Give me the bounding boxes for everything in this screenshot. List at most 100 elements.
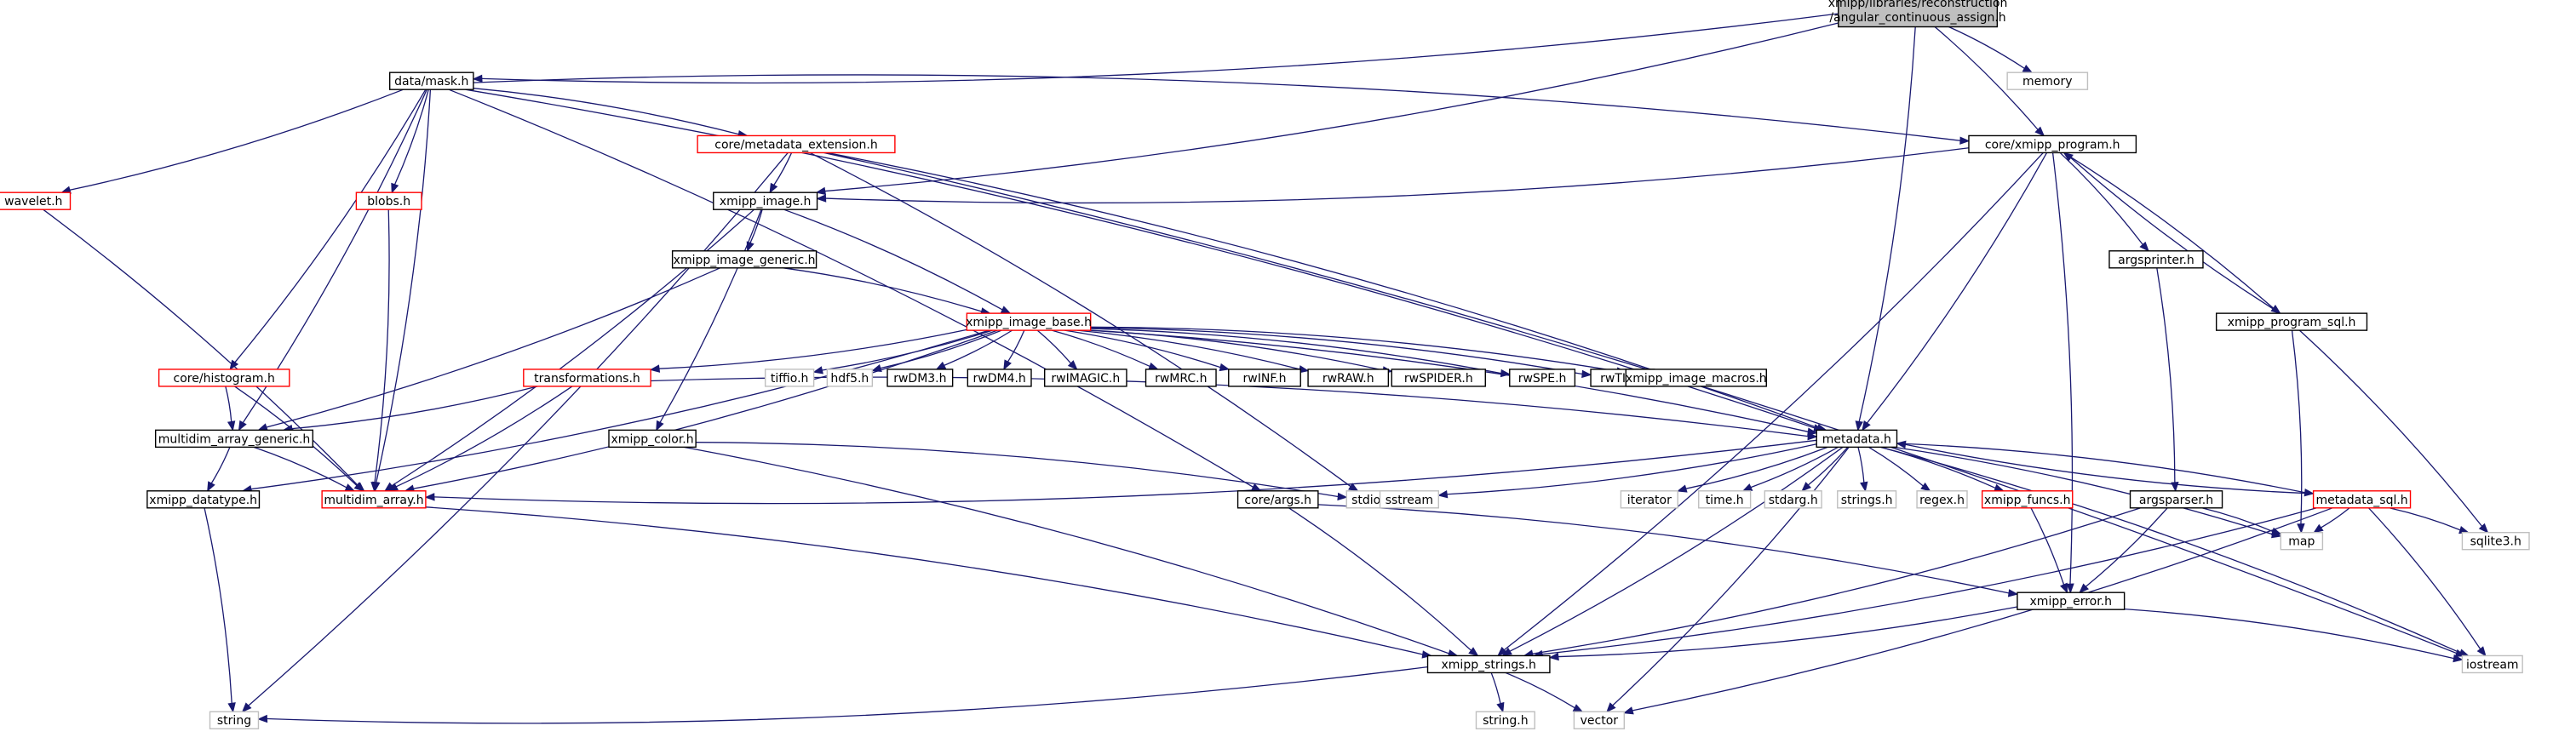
node-box — [764, 369, 815, 387]
edge-line — [1868, 446, 1924, 487]
edge-line — [1934, 26, 2039, 130]
edge-coreargs-to-xerror — [1317, 504, 2019, 597]
arrowhead-icon — [1500, 369, 1512, 378]
node-xprogsql[interactable]: xmipp_program_sql.h — [2215, 312, 2368, 331]
node-metadata[interactable]: metadata.h — [1816, 429, 1898, 449]
arrowhead-icon — [1581, 369, 1592, 379]
node-regex: regex.h — [1916, 490, 1968, 509]
node-xprog[interactable]: core/xmipp_program.h — [1968, 134, 2137, 154]
node-timeh: time.h — [1698, 490, 1752, 509]
node-metaext[interactable]: core/metadata_extension.h — [697, 134, 896, 154]
edge-line — [1288, 507, 1472, 651]
edge-line — [248, 152, 789, 706]
node-mda[interactable]: multidim_array.h — [321, 490, 427, 509]
edge-metaext-to-string — [241, 152, 789, 713]
node-box — [2461, 654, 2523, 674]
edge-mdsql-to-xstrings — [1532, 507, 2317, 659]
edge-mdsql-to-map — [2313, 507, 2350, 534]
arrowhead-icon — [2066, 583, 2074, 594]
edge-line — [2368, 507, 2481, 649]
node-coreargs[interactable]: core/args.h — [1236, 490, 1319, 509]
edge-line — [1076, 329, 1300, 370]
edge-ximage-to-color — [656, 209, 762, 432]
node-blobs[interactable]: blobs.h — [355, 191, 422, 210]
edge-mag-to-datatype — [207, 447, 231, 492]
node-box — [1236, 490, 1319, 509]
node-box — [1145, 369, 1217, 387]
node-box — [388, 71, 474, 90]
node-wavelet[interactable]: wavelet.h — [0, 191, 72, 210]
node-box — [2280, 531, 2324, 551]
node-datatype[interactable]: xmipp_datatype.h — [146, 490, 261, 509]
node-box — [713, 191, 818, 210]
node-rwmrc[interactable]: rwMRC.h — [1145, 369, 1217, 387]
node-sstream: sstream — [1379, 490, 1439, 509]
edge-metadata-to-iterator — [1676, 446, 1828, 493]
node-xstrings[interactable]: xmipp_strings.h — [1426, 654, 1551, 674]
arrowhead-icon — [1003, 359, 1012, 371]
edge-line — [2156, 267, 2176, 483]
node-mag[interactable]: multidim_array_generic.h — [154, 429, 314, 449]
node-label: xmipp_image_macros.h — [1626, 372, 1767, 386]
edge-mask-to-metaext — [473, 88, 749, 139]
node-box — [2215, 312, 2368, 331]
node-box — [1228, 369, 1301, 387]
edge-line — [2298, 329, 2483, 527]
node-box — [671, 250, 818, 269]
node-xerror[interactable]: xmipp_error.h — [2017, 592, 2126, 610]
node-rwraw[interactable]: rwRAW.h — [1307, 369, 1390, 387]
edge-line — [1509, 446, 1844, 652]
node-root[interactable]: xmipp/libraries/reconstruction/angular_c… — [1828, 0, 2008, 28]
edge-xerror-to-iostream — [2124, 608, 2464, 663]
arrowhead-icon — [1862, 420, 1871, 432]
node-rwimagic[interactable]: rwIMAGIC.h — [1043, 369, 1127, 387]
node-label: xmipp_funcs.h — [1984, 494, 2071, 507]
edge-metadata-to-mda — [424, 439, 1817, 505]
edge-mdsql-to-iostream — [2368, 507, 2487, 657]
edge-line — [2063, 151, 2275, 309]
node-transformations[interactable]: transformations.h — [523, 369, 651, 387]
edge-line — [1447, 443, 1817, 495]
arrowhead-icon — [2476, 646, 2487, 657]
node-macros[interactable]: xmipp_image_macros.h — [1625, 369, 1767, 387]
edge-root-to-mask — [472, 13, 1839, 84]
arrowhead-icon — [1623, 706, 1634, 715]
node-ximage[interactable]: xmipp_image.h — [713, 191, 818, 210]
edge-line — [1088, 329, 1809, 432]
arrowhead-icon — [1676, 484, 1688, 493]
node-label: xmipp_color.h — [611, 432, 694, 446]
node-label: transformations.h — [534, 372, 640, 386]
edge-line — [465, 89, 1816, 429]
edge-line — [1858, 26, 1916, 422]
node-rwspider[interactable]: rwSPIDER.h — [1391, 369, 1486, 387]
edge-line — [394, 89, 429, 186]
node-rwspe[interactable]: rwSPE.h — [1509, 369, 1576, 387]
node-funcs[interactable]: xmipp_funcs.h — [1981, 490, 2074, 509]
node-ximggen[interactable]: xmipp_image_generic.h — [671, 250, 818, 269]
edge-xerror-to-xstrings — [1548, 606, 2018, 661]
edge-line — [783, 267, 982, 312]
node-imgbase[interactable]: xmipp_image_base.h — [966, 312, 1092, 331]
node-rwdm4[interactable]: rwDM4.h — [967, 369, 1032, 387]
edge-mag-to-mda — [253, 446, 356, 492]
node-histogram[interactable]: core/histogram.h — [158, 369, 290, 387]
node-mdsql[interactable]: metadata_sql.h — [2312, 490, 2412, 509]
arrowhead-icon — [1855, 420, 1863, 432]
arrowhead-icon — [2007, 589, 2019, 597]
edge-xprog-to-xstrings — [1497, 151, 2044, 657]
edge-imgbase-to-rwraw — [1076, 329, 1310, 374]
arrowhead-icon — [1337, 492, 1348, 501]
node-rwinf[interactable]: rwINF.h — [1228, 369, 1301, 387]
edge-metaext-to-ximage — [769, 152, 793, 194]
edge-metadata-to-stdarg — [1801, 446, 1849, 492]
node-argsprinter[interactable]: argsprinter.h — [2108, 250, 2204, 269]
node-rwdm3[interactable]: rwDM3.h — [886, 369, 954, 387]
edge-ximggen-to-imgbase — [783, 267, 991, 316]
node-box — [966, 312, 1092, 331]
arrowhead-icon — [1572, 704, 1584, 712]
node-argsparser[interactable]: argsparser.h — [2129, 490, 2223, 509]
node-color[interactable]: xmipp_color.h — [608, 429, 697, 449]
edge-line — [374, 209, 390, 483]
node-label: strings.h — [1841, 494, 1893, 507]
node-mask[interactable]: data/mask.h — [388, 71, 474, 90]
